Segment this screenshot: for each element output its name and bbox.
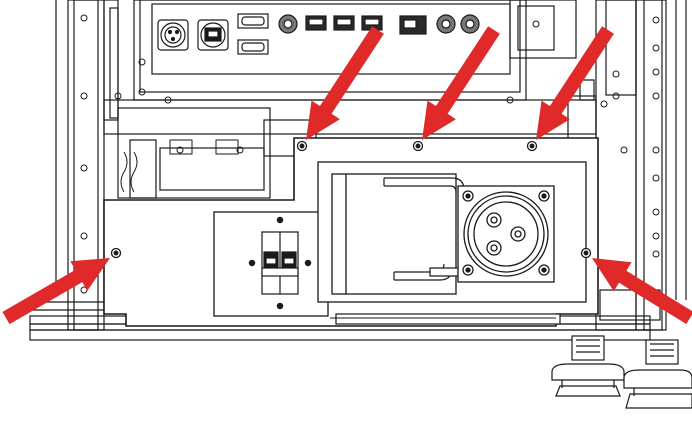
xlr-connector [157,19,189,51]
internal-components [120,100,608,193]
arrow-screw-left [2,258,110,325]
socket-pins [486,212,526,256]
serial-connector [237,13,269,55]
arrow-screw-top-left [306,26,384,141]
usb-connector [399,15,427,35]
bnc-connectors-right [436,14,480,34]
arrow-screw-top-right [536,26,614,141]
connector-row [157,13,480,55]
bnc-connector [278,14,298,34]
screw-top-center [412,140,424,152]
cover-screws [110,140,592,259]
circuit-breaker [261,231,299,295]
foot-right [623,339,692,409]
leveling-feet [551,335,692,409]
screw-left [110,247,122,259]
socket-mount-screws [462,190,550,276]
chassis-frame [29,0,687,341]
chassis-holes [80,14,660,294]
ethernet-connector [197,19,229,51]
arrow-screw-top-center [422,26,500,141]
arrow-screw-right [592,258,692,324]
screw-right [580,247,592,259]
callout-arrows [2,26,692,325]
foot-left [551,335,625,397]
screw-top-left [296,140,308,152]
screw-top-right [526,140,538,152]
power-inlet-socket [457,185,555,283]
hdmi-connectors [305,15,383,31]
